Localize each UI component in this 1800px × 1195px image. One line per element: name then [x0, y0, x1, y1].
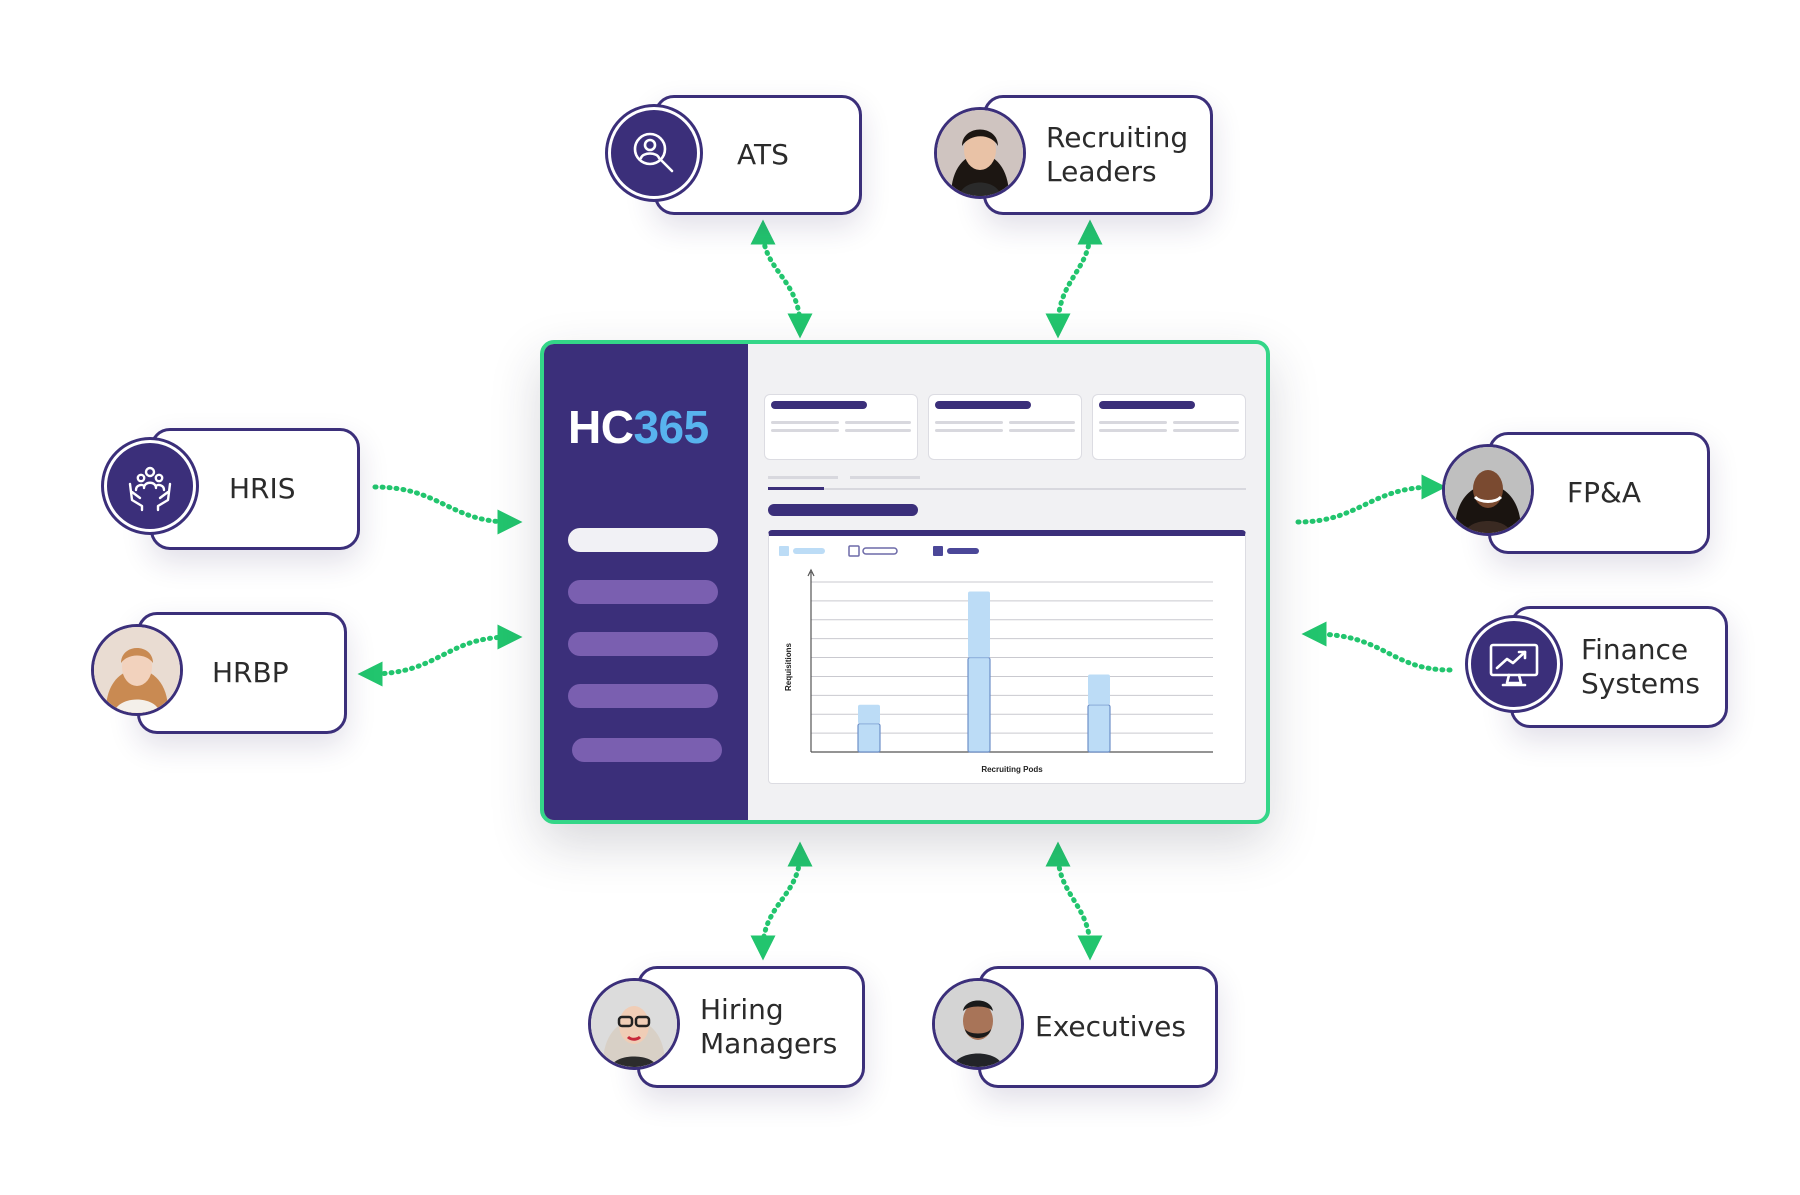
hiring-managers-label: Hiring Managers [700, 993, 838, 1060]
nav-item-2[interactable] [568, 580, 718, 604]
arrow-executives [1045, 841, 1103, 961]
chart-svg: Recruiting Pods Requisitions [779, 545, 1213, 774]
executive-avatar [932, 978, 1024, 1070]
bar-2-segment-1 [967, 656, 991, 753]
hrbp-node: HRBP [137, 612, 347, 734]
summary-card-1 [764, 394, 918, 460]
nav-item-3[interactable] [568, 632, 718, 656]
arrow-fpa [1295, 474, 1447, 525]
bar-3-segment-2 [1088, 674, 1110, 705]
legend-swatch-2 [848, 545, 860, 557]
fpa-avatar [1442, 444, 1534, 536]
finance-systems-label: Finance Systems [1581, 633, 1700, 700]
legend-line-2 [862, 547, 898, 555]
search-person-icon [608, 107, 700, 199]
x-axis-label: Recruiting Pods [981, 765, 1043, 774]
legend-swatch-3 [933, 546, 943, 556]
y-axis-arrow [807, 568, 815, 577]
nav-item-5[interactable] [572, 738, 722, 762]
dashboard-main: Recruiting Pods Requisitions [748, 344, 1266, 820]
arrow-ats [750, 219, 813, 339]
arrow-finance-systems [1301, 621, 1453, 673]
arrow-hrbp [357, 624, 523, 687]
arrow-recruiting-leaders [1045, 219, 1103, 339]
tab-strip [768, 476, 1246, 490]
executives-label: Executives [1035, 1010, 1186, 1044]
dashboard-sidebar: HC365 [544, 344, 748, 820]
arrow-hris [372, 484, 523, 535]
nav-item-4[interactable] [568, 684, 718, 708]
recruiting-leader-avatar [934, 107, 1026, 199]
hrbp-label: HRBP [212, 656, 289, 690]
arrow-hiring-managers [750, 841, 813, 961]
finance-systems-node: Finance Systems [1510, 606, 1728, 728]
legend-swatch-1 [779, 546, 789, 556]
tab-2[interactable] [850, 476, 920, 479]
hands-people-icon [104, 440, 196, 532]
bar-1-segment-2 [858, 704, 880, 724]
recruiting-leaders-label: Recruiting Leaders [1046, 121, 1189, 188]
requisitions-chart: Recruiting Pods Requisitions [768, 530, 1246, 784]
monitor-chart-icon [1468, 618, 1560, 710]
section-heading-bar [768, 504, 918, 516]
fpa-label: FP&A [1567, 476, 1641, 510]
y-axis-label: Requisitions [784, 642, 793, 691]
hiring-manager-avatar [588, 978, 680, 1070]
summary-card-2 [928, 394, 1082, 460]
hrbp-avatar [91, 624, 183, 716]
nav-item-1[interactable] [568, 528, 718, 552]
hris-label: HRIS [229, 472, 296, 506]
legend-line-3 [947, 548, 979, 554]
bar-3-segment-1 [1087, 704, 1111, 753]
summary-card-3 [1092, 394, 1246, 460]
legend-line-1 [793, 548, 825, 554]
bar-1-segment-1 [857, 723, 881, 753]
ats-label: ATS [737, 138, 789, 172]
tab-1[interactable] [768, 476, 838, 479]
hc365-logo: HC365 [568, 401, 709, 453]
bar-2-segment-2 [968, 591, 990, 658]
